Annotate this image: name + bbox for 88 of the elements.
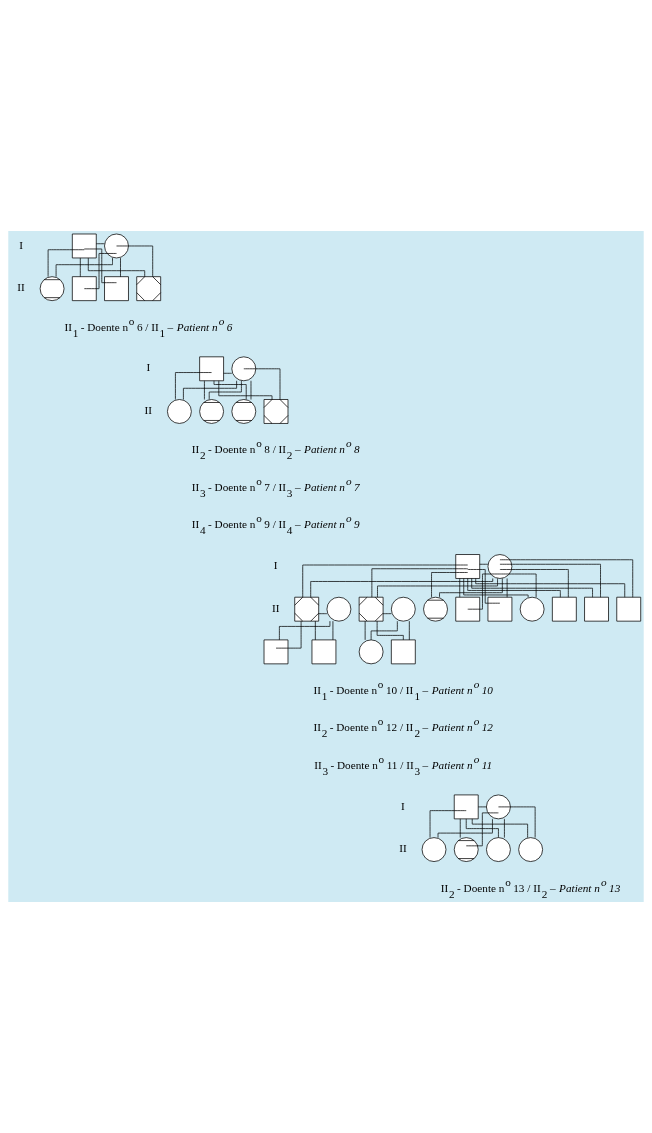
- node-square: [455, 596, 481, 622]
- connector: [250, 380, 252, 400]
- connector: [408, 620, 410, 641]
- connector: [475, 578, 626, 598]
- connector: [223, 372, 233, 374]
- node-circle: [486, 794, 511, 820]
- node-circle: [518, 837, 543, 862]
- connector: [183, 380, 237, 400]
- connector: [83, 253, 117, 290]
- node-circle: [358, 639, 384, 665]
- label: II: [144, 404, 153, 417]
- connector: [218, 380, 273, 400]
- node-square: [616, 596, 642, 622]
- node-circle: [421, 837, 447, 862]
- connector: [371, 568, 469, 598]
- connector: [382, 613, 392, 615]
- node-circle: [519, 596, 545, 622]
- node-circle: [390, 596, 416, 622]
- connector: [376, 620, 404, 641]
- connector: [499, 563, 601, 598]
- node-circle: [167, 399, 192, 424]
- connector: [467, 578, 561, 598]
- connector: [431, 572, 469, 598]
- node-square: [104, 276, 129, 302]
- node-circle: [326, 596, 352, 622]
- node-square: [453, 794, 479, 820]
- node-circle: [231, 356, 257, 382]
- connector: [465, 812, 499, 847]
- node-square: [311, 639, 337, 665]
- connector: [83, 248, 117, 284]
- node-square: [71, 233, 97, 259]
- connector: [243, 368, 281, 400]
- node-square: [199, 356, 224, 382]
- connector: [459, 818, 461, 838]
- connector: [467, 569, 501, 604]
- connector: [116, 245, 154, 278]
- connector: [79, 257, 81, 278]
- node-square: [263, 639, 289, 665]
- connector: [499, 573, 537, 598]
- connector: [95, 243, 105, 245]
- connector: [208, 380, 242, 400]
- connector: [439, 578, 503, 598]
- connector: [55, 257, 113, 278]
- node-square: [71, 276, 97, 302]
- node-square: [584, 596, 609, 622]
- connector: [429, 810, 467, 838]
- label: II: [399, 842, 407, 855]
- node-circle: [104, 233, 129, 259]
- label: I: [401, 799, 405, 812]
- label: II: [17, 281, 25, 294]
- node-square: [455, 554, 481, 579]
- connector: [332, 620, 334, 641]
- connector: [499, 569, 569, 598]
- node-square: [487, 596, 513, 622]
- connector: [463, 578, 529, 598]
- label: I: [273, 559, 278, 572]
- connector: [437, 818, 493, 838]
- node-square: [390, 639, 416, 665]
- connector: [471, 818, 528, 838]
- connector: [377, 578, 498, 598]
- connector: [318, 613, 328, 615]
- connector: [504, 818, 505, 838]
- connector: [314, 620, 316, 641]
- connector: [120, 257, 121, 278]
- connector: [465, 818, 499, 838]
- connector: [459, 578, 461, 598]
- connector: [364, 620, 366, 641]
- node-circle: [486, 837, 511, 862]
- connector: [175, 372, 212, 400]
- connector: [213, 380, 247, 400]
- connector: [87, 257, 146, 278]
- connector: [204, 380, 205, 400]
- connector: [467, 573, 501, 610]
- connector: [275, 620, 302, 649]
- label: I: [19, 238, 23, 251]
- connector: [471, 578, 593, 598]
- connector: [370, 620, 398, 641]
- connector: [310, 578, 494, 598]
- label: I: [146, 361, 151, 374]
- node-square: [551, 596, 577, 622]
- node-circle: [487, 554, 513, 579]
- connector: [477, 806, 487, 808]
- connector: [302, 564, 469, 598]
- label: II: [271, 601, 280, 614]
- connector: [47, 249, 85, 278]
- connector: [506, 578, 508, 598]
- connector: [279, 620, 331, 641]
- connector: [479, 563, 489, 565]
